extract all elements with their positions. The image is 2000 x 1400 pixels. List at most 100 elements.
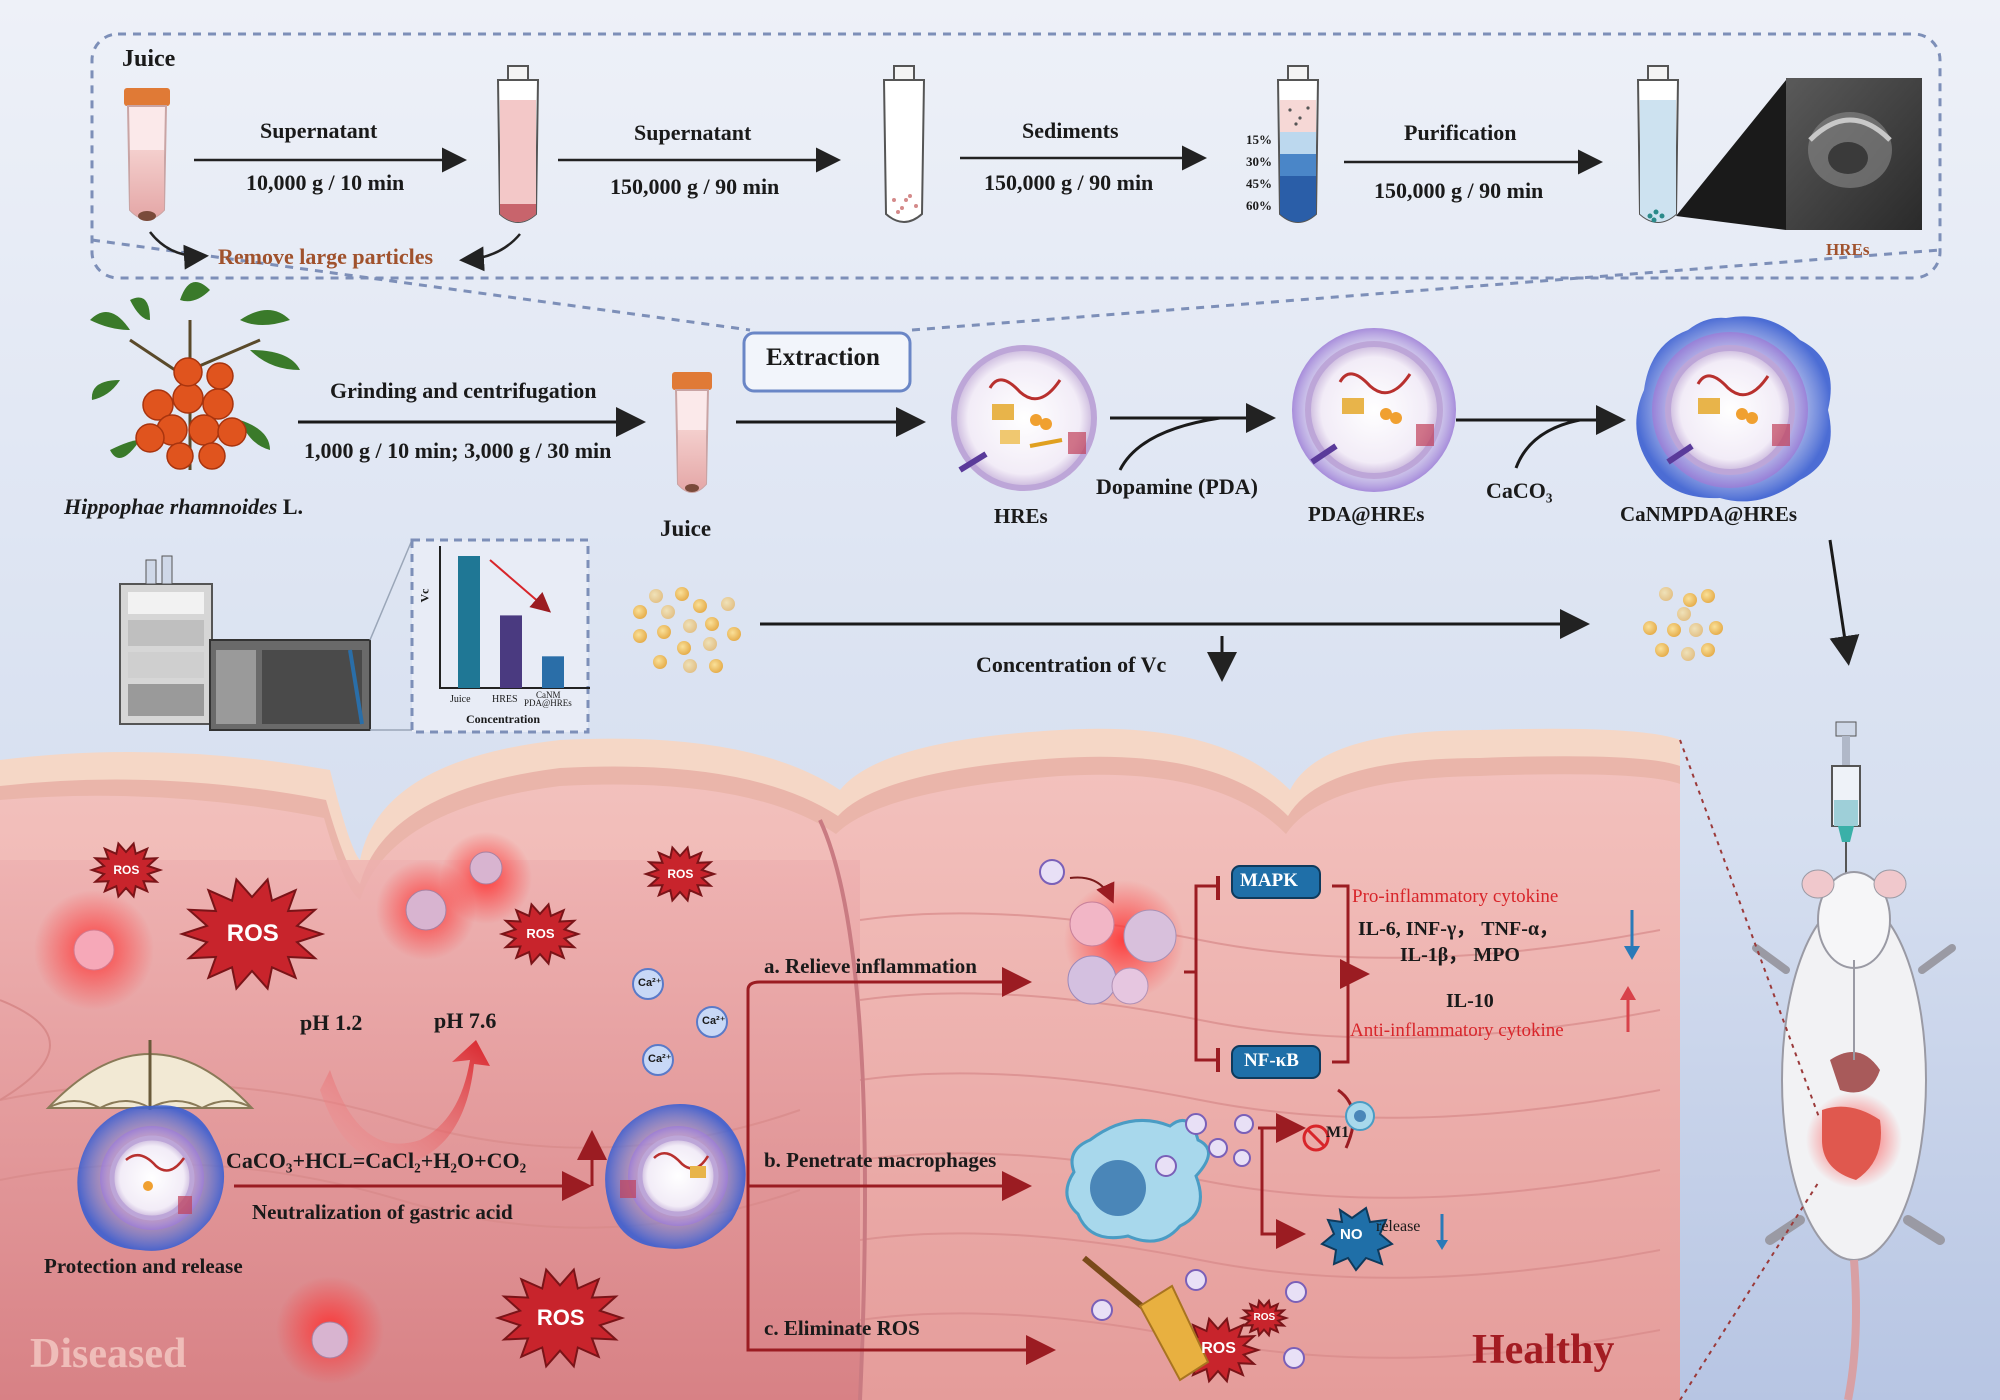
macrophage-icon — [1065, 1113, 1254, 1243]
ros-star-icon — [494, 1267, 626, 1369]
syringe-icon — [1831, 721, 1861, 880]
umbrella-icon — [45, 1040, 255, 1110]
path-b-label: b. Penetrate macrophages — [764, 1148, 997, 1172]
dopamine-label: Dopamine (PDA) — [1096, 474, 1258, 499]
vc-dot — [703, 637, 717, 651]
vitamin-c-dots-right — [1643, 587, 1723, 661]
calcium-ion-label: Ca²⁺ — [648, 1053, 672, 1065]
juice-tube-top — [124, 88, 170, 221]
vc-dot — [1681, 647, 1695, 661]
diseased-label: Diseased — [30, 1331, 187, 1377]
m1-label: M1 — [1326, 1124, 1350, 1141]
zoom-lines — [1679, 739, 1821, 1400]
step1-condition: 10,000 g / 10 min — [246, 170, 405, 195]
pro-inflammatory-list-2: IL-1β， MPO — [1400, 944, 1520, 966]
vc-dot — [677, 641, 691, 655]
vc-dot — [1643, 621, 1657, 635]
hres-vesicle-icon — [951, 345, 1097, 491]
ros-star-icon — [178, 877, 326, 991]
canm-pda-hres-label: CaNMPDA@HREs — [1620, 502, 1798, 526]
il10-label: IL-10 — [1446, 990, 1494, 1012]
neutralization-label: Neutralization of gastric acid — [252, 1200, 513, 1224]
grinding-condition: 1,000 g / 10 min; 3,000 g / 30 min — [304, 438, 612, 463]
ros-label: ROS — [1201, 1340, 1236, 1358]
vc-dot — [683, 619, 697, 633]
vc-dot — [727, 627, 741, 641]
chart-bar-2 — [500, 615, 522, 688]
gradient-30: 30% — [1246, 154, 1272, 169]
canm-pda-hres-vesicle-icon — [1636, 316, 1831, 502]
plant-author: L. — [277, 494, 303, 519]
vc-dot — [721, 597, 735, 611]
ros-label: ROS — [526, 926, 555, 942]
chart-xlabel: Concentration — [466, 712, 540, 726]
vc-dot — [1655, 643, 1669, 657]
vc-dot — [1659, 587, 1673, 601]
vitamin-c-dots-left — [633, 587, 741, 673]
trend-arrows — [1436, 910, 1640, 1250]
vc-dot — [1701, 589, 1715, 603]
vc-dot — [1667, 623, 1681, 637]
broom-icon — [1082, 1255, 1307, 1382]
pda-hres-vesicle-icon — [1292, 328, 1456, 492]
ros-label: ROS — [536, 1304, 585, 1330]
chart-tick-label-3b: PDA@HREs — [524, 698, 572, 708]
vc-dot — [709, 659, 723, 673]
ros-star-icon — [1238, 1298, 1290, 1338]
ros-star-icon — [642, 845, 718, 903]
nfkb-label: NF-κB — [1244, 1050, 1299, 1071]
vc-concentration-label: Concentration of Vc — [976, 652, 1167, 677]
canm-vesicle-bottom-center — [605, 1104, 746, 1249]
vc-dot — [633, 605, 647, 619]
vc-dot — [675, 587, 689, 601]
healthy-label: Healthy — [1472, 1327, 1615, 1373]
middle-arrows — [298, 403, 1860, 682]
step2-condition: 150,000 g / 90 min — [610, 174, 780, 199]
centrifuge-tube-3 — [882, 65, 926, 223]
step3-condition: 150,000 g / 90 min — [984, 170, 1154, 195]
juice-label-middle: Juice — [660, 516, 712, 541]
nfkb-badge — [1231, 1045, 1321, 1079]
juice-label-top: Juice — [122, 46, 176, 72]
ros-label: ROS — [226, 919, 279, 947]
ph-low-label: pH 1.2 — [300, 1010, 363, 1035]
ros-star-icon — [88, 841, 164, 899]
plant-genus: Hippophae rhamnoides — [64, 494, 278, 519]
extraction-box — [742, 331, 912, 393]
remove-particles-label: Remove large particles — [218, 244, 434, 269]
no-label: NO — [1340, 1226, 1363, 1243]
chart-trend-arrow — [489, 559, 552, 613]
vc-dot — [1689, 623, 1703, 637]
pro-inflammatory-list-1: IL-6, INF-γ， TNF-α， — [1358, 918, 1560, 940]
pro-inflammatory-title: Pro-inflammatory cytokine — [1352, 886, 1559, 907]
path-c-label: c. Eliminate ROS — [764, 1316, 920, 1340]
intestine-tissue — [0, 728, 1680, 1400]
calcium-ions — [632, 968, 728, 1076]
vc-dot — [649, 589, 663, 603]
grinding-title: Grinding and centrifugation — [330, 378, 597, 403]
vc-dot — [661, 605, 675, 619]
protection-label: Protection and release — [44, 1254, 243, 1278]
vc-dot — [1677, 607, 1691, 621]
chart-bar-1 — [458, 556, 480, 688]
ros-label: ROS — [113, 862, 140, 877]
gradient-45: 45% — [1246, 176, 1272, 191]
juice-tube-middle — [672, 372, 712, 493]
centrifuge-tube-2 — [496, 65, 540, 223]
purified-tube — [1636, 65, 1680, 223]
sea-buckthorn-plant-icon — [90, 282, 300, 470]
caco3-label: CaCO₃ — [1486, 478, 1553, 503]
chart-tick-label-1: Juice — [450, 694, 471, 705]
step4-title: Purification — [1404, 120, 1517, 145]
vc-dot — [1701, 643, 1715, 657]
vc-dot — [705, 617, 719, 631]
vc-dot — [683, 659, 697, 673]
ph-shift-arrow — [320, 1040, 490, 1164]
chart-tick-label-3a: CaNM — [536, 690, 561, 700]
chart-axes — [439, 546, 590, 689]
vc-dot — [633, 629, 647, 643]
mouse-icon — [1752, 869, 1956, 1400]
top-arrows — [149, 145, 1603, 272]
gradient-tube — [1276, 65, 1320, 223]
